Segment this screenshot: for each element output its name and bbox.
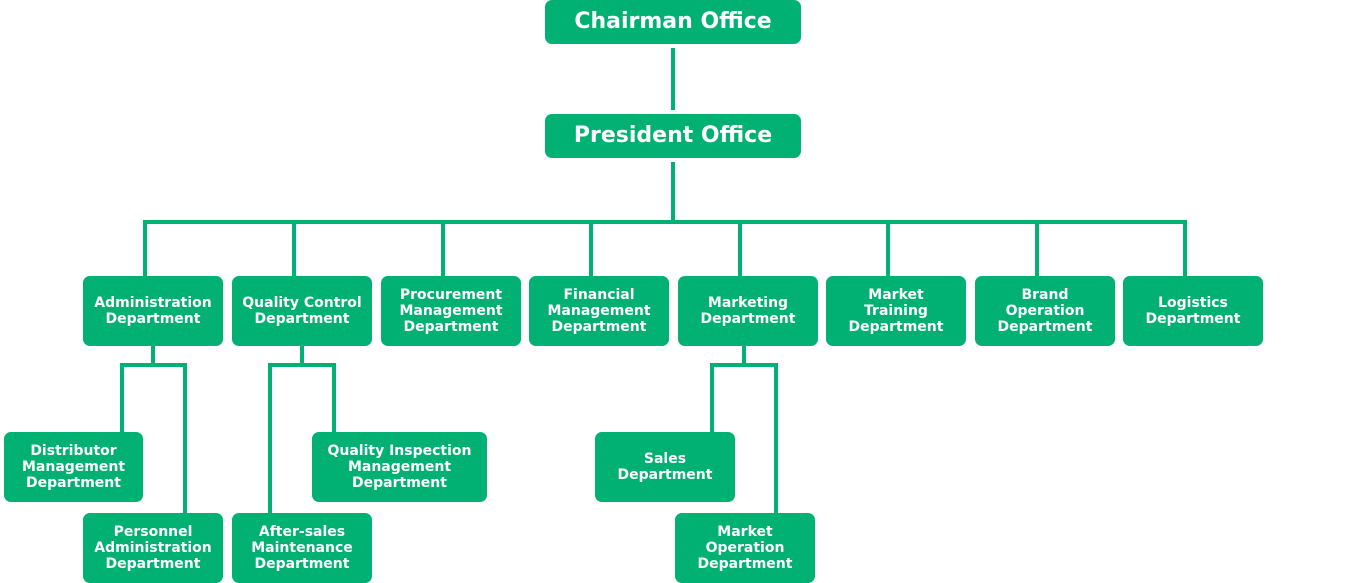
connector-marketing-department-fork <box>710 363 778 367</box>
connector-to-market-operation-department <box>774 363 778 513</box>
connector-to-personnel-administration-department <box>183 363 187 513</box>
connector-administration-department-stem <box>151 346 155 363</box>
president-office-node-label: President Office <box>574 124 772 148</box>
label-line: Market <box>717 524 773 540</box>
chairman-office-node: Chairman Office <box>545 0 801 44</box>
label-line: Department <box>254 311 350 327</box>
connector-to-quality-inspection-management-department <box>332 363 336 432</box>
label-line: Distributor <box>30 443 117 459</box>
label-line: Management <box>547 303 651 319</box>
chairman-office-node-label: Chairman Office <box>574 10 771 34</box>
connector-to-sales-department <box>710 363 714 432</box>
label-line: Procurement <box>399 287 503 303</box>
connector-to-procurement-management-department <box>441 220 445 276</box>
label-line: Management <box>399 303 503 319</box>
label-line: President Office <box>573 123 773 148</box>
connector-to-quality-control-department <box>292 220 296 276</box>
connector-president-bus <box>671 162 675 222</box>
connector-to-distributor-management-department <box>120 363 124 432</box>
connector-quality-control-department-stem <box>300 346 304 363</box>
label-line: Department <box>105 556 201 572</box>
connector-marketing-department-stem <box>742 346 746 363</box>
label-line: Sales <box>643 451 687 467</box>
label-line: Department <box>697 556 793 572</box>
connector-to-brand-operation-department <box>1035 220 1039 276</box>
label-line: Department <box>105 311 201 327</box>
connector-to-market-training-department <box>886 220 890 276</box>
label-line: Department <box>617 467 713 483</box>
label-line: After-sales <box>258 524 346 540</box>
label-line: Department <box>997 319 1093 335</box>
label-line: Department <box>352 475 447 491</box>
label-line: Personnel <box>113 524 193 540</box>
label-line: Administration <box>94 295 212 311</box>
label-line: Training <box>864 303 928 319</box>
label-line: Chairman Office <box>574 9 772 34</box>
connector-quality-control-department-fork <box>268 363 336 367</box>
label-line: Department <box>1145 311 1241 327</box>
label-line: Market <box>868 287 924 303</box>
connector-chairman-president <box>671 48 675 110</box>
connector-administration-department-fork <box>120 363 187 367</box>
label-line: Department <box>700 311 796 327</box>
connector-to-administration-department <box>143 220 147 276</box>
label-line: Quality Inspection <box>327 443 472 459</box>
label-line: Quality Control <box>242 295 362 311</box>
label-line: Department <box>848 319 944 335</box>
label-line: Management <box>21 459 126 475</box>
label-line: Logistics <box>1158 295 1228 311</box>
label-line: Financial <box>563 287 635 303</box>
label-line: Department <box>26 475 121 491</box>
label-line: Marketing <box>707 295 789 311</box>
label-line: Operation <box>1005 303 1085 319</box>
president-office-node: President Office <box>545 114 801 158</box>
label-line: Department <box>551 319 647 335</box>
label-line: Operation <box>705 540 785 556</box>
label-line: Department <box>254 556 350 572</box>
label-line: Administration <box>94 540 212 556</box>
connector-department-bus <box>143 220 1187 224</box>
connector-to-after-sales-maintenance-department <box>268 363 272 513</box>
label-line: Maintenance <box>251 540 353 556</box>
label-line: Department <box>403 319 499 335</box>
connector-to-financial-management-department <box>589 220 593 276</box>
label-line: Management <box>347 459 452 475</box>
connector-to-logistics-department <box>1183 220 1187 276</box>
label-line: Brand <box>1021 287 1069 303</box>
connector-to-marketing-department <box>738 220 742 276</box>
